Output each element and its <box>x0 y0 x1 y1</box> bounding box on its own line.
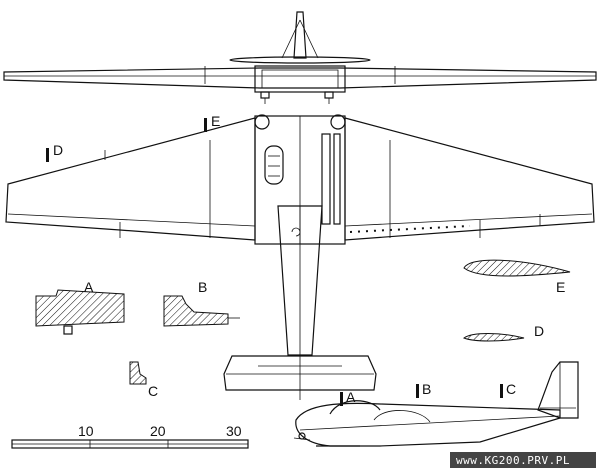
watermark-text: www.KG200.PRV.PL <box>456 454 570 467</box>
side-view <box>293 361 579 447</box>
side-station-markers: A B C <box>340 381 516 406</box>
side-station-b-marker <box>416 384 419 398</box>
section-b: B <box>163 279 240 327</box>
station-d-marker <box>46 148 49 162</box>
section-c: C <box>129 361 158 399</box>
side-station-b-label: B <box>422 381 431 397</box>
scale-tick-30: 30 <box>226 423 242 439</box>
watermark: www.KG200.PRV.PL <box>450 452 596 468</box>
section-a-label: A <box>84 279 94 295</box>
front-view <box>3 11 597 104</box>
scale-bar: 10 20 30 <box>11 423 249 449</box>
section-b-label: B <box>198 279 207 295</box>
side-station-c-marker <box>500 384 503 398</box>
airfoil-d-label: D <box>534 323 544 339</box>
airfoil-e-label: E <box>556 279 565 295</box>
airfoil-e: E <box>463 259 571 295</box>
side-station-a-label: A <box>346 389 356 405</box>
scale-tick-20: 20 <box>150 423 166 439</box>
side-station-c-label: C <box>506 381 516 397</box>
station-d-label: D <box>53 142 63 158</box>
scale-tick-10: 10 <box>78 423 94 439</box>
plan-view <box>5 114 595 400</box>
section-a: A <box>35 279 125 335</box>
station-e-marker <box>204 118 207 132</box>
station-e-label: E <box>211 113 220 129</box>
side-station-a-marker <box>340 392 343 406</box>
wing-station-markers: D E <box>46 113 220 162</box>
section-c-label: C <box>148 383 158 399</box>
airfoil-d: D <box>462 323 544 342</box>
